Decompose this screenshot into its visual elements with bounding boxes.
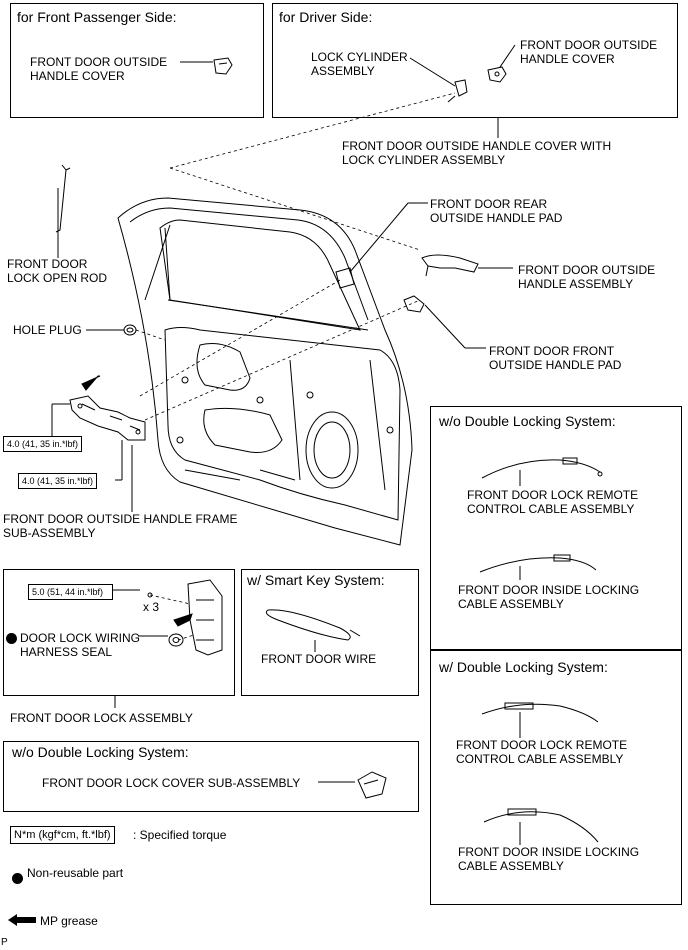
legend-grease-text: MP grease (40, 914, 98, 928)
inside-cable-label-1: FRONT DOOR INSIDE LOCKING CABLE ASSEMBLY (458, 583, 640, 611)
lock-assembly-label: FRONT DOOR LOCK ASSEMBLY (10, 711, 193, 725)
wo-double-locking-box-top: w/o Double Locking System: (430, 406, 682, 650)
door-wire-label: FRONT DOOR WIRE (261, 652, 377, 666)
lock-cylinder-label: LOCK CYLINDER ASSEMBLY (311, 50, 408, 78)
rear-pad-label: FRONT DOOR REAR OUTSIDE HANDLE PAD (430, 197, 563, 225)
torque-box-1: 4.0 (41, 35 in.*lbf) (3, 436, 83, 452)
passenger-side-box: for Front Passenger Side: (10, 3, 264, 118)
legend-grease-arrow-icon (8, 914, 36, 926)
smart-key-header: w/ Smart Key System: (247, 572, 385, 588)
remote-cable-label-2: FRONT DOOR LOCK REMOTE CONTROL CABLE ASS… (456, 738, 628, 766)
w-double-locking-box: w/ Double Locking System: (430, 650, 682, 905)
w-double-locking-header: w/ Double Locking System: (439, 659, 608, 675)
remote-cable-label-1: FRONT DOOR LOCK REMOTE CONTROL CABLE ASS… (467, 488, 639, 516)
harness-seal-label: DOOR LOCK WIRING HARNESS SEAL (20, 631, 141, 659)
wo-double-locking-box-bottom: w/o Double Locking System: (3, 741, 419, 812)
lock-assembly-box (3, 569, 235, 696)
lock-cover-label: FRONT DOOR LOCK COVER SUB-ASSEMBLY (42, 776, 301, 790)
frame-sub-label: FRONT DOOR OUTSIDE HANDLE FRAME SUB-ASSE… (3, 512, 238, 540)
front-pad-label: FRONT DOOR FRONT OUTSIDE HANDLE PAD (489, 344, 622, 372)
legend-torque-box: N*m (kgf*cm, ft.*lbf) (10, 826, 115, 844)
passenger-cover-label: FRONT DOOR OUTSIDE HANDLE COVER (30, 55, 168, 83)
cover-with-cylinder-label: FRONT DOOR OUTSIDE HANDLE COVER WITH LOC… (342, 139, 612, 167)
smart-key-box: w/ Smart Key System: (241, 569, 419, 696)
corner-mark: P (1, 937, 8, 948)
driver-side-header: for Driver Side: (279, 9, 373, 25)
wo-double-locking-header-top: w/o Double Locking System: (439, 413, 616, 429)
wo-double-locking-header-bottom: w/o Double Locking System: (12, 744, 189, 760)
hole-plug-label: HOLE PLUG (13, 323, 82, 337)
legend-non-reusable-icon (12, 873, 23, 884)
passenger-side-header: for Front Passenger Side: (17, 9, 177, 25)
legend-non-reusable-text: Non-reusable part (27, 866, 124, 880)
outside-handle-label: FRONT DOOR OUTSIDE HANDLE ASSEMBLY (518, 263, 656, 291)
legend-torque-text: : Specified torque (133, 828, 227, 842)
driver-cover-label: FRONT DOOR OUTSIDE HANDLE COVER (520, 38, 658, 66)
non-reusable-dot-icon (6, 633, 17, 644)
open-rod-label: FRONT DOOR LOCK OPEN ROD (7, 257, 108, 285)
inside-cable-label-2: FRONT DOOR INSIDE LOCKING CABLE ASSEMBLY (458, 845, 640, 873)
driver-side-box: for Driver Side: (272, 3, 678, 118)
torque-box-2: 4.0 (41, 35 in.*lbf) (18, 473, 98, 489)
screw-count-label: x 3 (143, 600, 160, 614)
torque-box-3: 5.0 (51, 44 in.*lbf) (28, 584, 113, 600)
